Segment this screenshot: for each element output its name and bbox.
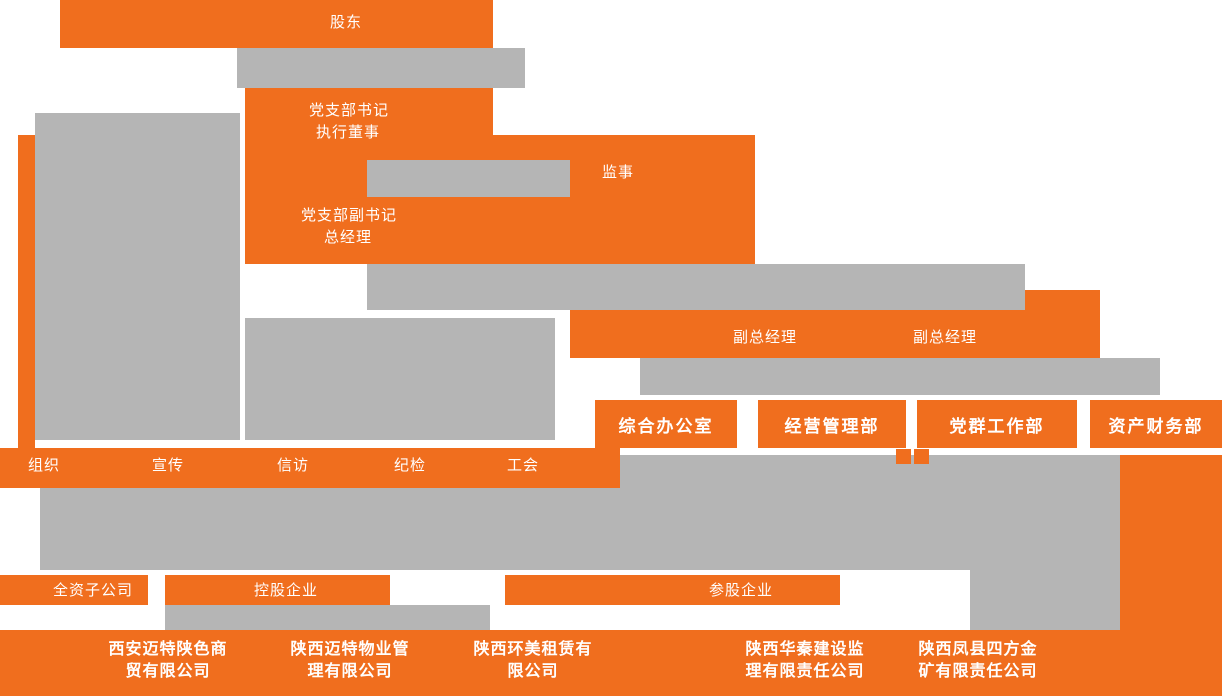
- company-name-5: 陕西凤县四方金 矿有限责任公司: [905, 638, 1051, 682]
- company-2-line1: 陕西迈特物业管: [290, 639, 410, 658]
- dept-label-asset-finance: 资产财务部: [1108, 416, 1204, 437]
- gray-left-column: [35, 113, 240, 440]
- gray-lower-right-column: [970, 570, 1120, 630]
- company-name-1: 西安迈特陕色商 贸有限公司: [95, 638, 241, 682]
- label-executive-director: 执行董事: [316, 123, 381, 141]
- gray-under-holding: [165, 605, 490, 630]
- label-function-union: 工会: [507, 456, 540, 474]
- label-function-discipline: 纪检: [394, 456, 427, 474]
- holding-band: [165, 575, 390, 605]
- gray-block-under-shareholder: [237, 48, 525, 88]
- company-3-line1: 陕西环美租赁有: [473, 639, 593, 658]
- company-1-line2: 贸有限公司: [125, 661, 211, 680]
- dept-label-party-masses: 党群工作部: [949, 416, 1045, 437]
- dept-box-operations: 经营管理部: [758, 400, 906, 448]
- label-deputy-gm-left: 副总经理: [733, 328, 798, 346]
- label-participating: 参股企业: [709, 581, 774, 599]
- functions-band: [0, 448, 620, 488]
- company-name-2: 陕西迈特物业管 理有限公司: [277, 638, 423, 682]
- participating-band: [505, 575, 840, 605]
- company-4-line2: 理有限责任公司: [745, 661, 865, 680]
- supervisor-deputy-secretary-box: [245, 135, 755, 264]
- label-general-manager: 总经理: [324, 228, 373, 246]
- dept-box-general-office: 综合办公室: [595, 400, 737, 448]
- dept-label-operations: 经营管理部: [784, 416, 880, 437]
- gray-gm-bar: [367, 264, 1025, 310]
- gray-lower-left-block: [40, 488, 620, 570]
- label-supervisor: 监事: [602, 163, 635, 181]
- label-function-publicity: 宣传: [152, 456, 185, 474]
- companies-band: [0, 630, 1222, 696]
- connector-square-1: [896, 449, 911, 464]
- company-2-line2: 理有限公司: [307, 661, 393, 680]
- label-holding: 控股企业: [254, 581, 319, 599]
- connector-square-2: [914, 449, 929, 464]
- dept-label-general-office: 综合办公室: [618, 416, 714, 437]
- company-3-line2: 限公司: [507, 661, 559, 680]
- label-function-petitions: 信访: [277, 456, 310, 474]
- dept-box-asset-finance: 资产财务部: [1090, 400, 1222, 448]
- gray-lower-right-block: [620, 455, 1120, 570]
- company-5-line2: 矿有限责任公司: [918, 661, 1038, 680]
- company-4-line1: 陕西华秦建设监: [745, 639, 865, 658]
- company-name-3: 陕西环美租赁有 限公司: [460, 638, 606, 682]
- party-secretary-box: [245, 88, 493, 135]
- label-function-organization: 组织: [28, 456, 61, 474]
- label-deputy-party-secretary: 党支部副书记: [301, 206, 398, 224]
- wholly-owned-band: [0, 575, 148, 605]
- dept-box-party-masses: 党群工作部: [917, 400, 1077, 448]
- label-wholly-owned: 全资子公司: [53, 581, 134, 599]
- company-1-line1: 西安迈特陕色商: [108, 639, 228, 658]
- shareholder-box: [60, 0, 493, 48]
- company-5-line1: 陕西凤县四方金: [918, 639, 1038, 658]
- right-connector-strip: [1120, 455, 1222, 630]
- label-deputy-gm-right: 副总经理: [913, 328, 978, 346]
- left-connector-strip: [18, 135, 35, 448]
- company-name-4: 陕西华秦建设监 理有限责任公司: [732, 638, 878, 682]
- gray-departments-bar: [640, 358, 1160, 395]
- gray-supervisor-bar: [367, 160, 570, 197]
- gray-middle-column: [245, 318, 555, 440]
- label-party-secretary: 党支部书记: [309, 101, 390, 119]
- label-shareholder: 股东: [330, 13, 363, 31]
